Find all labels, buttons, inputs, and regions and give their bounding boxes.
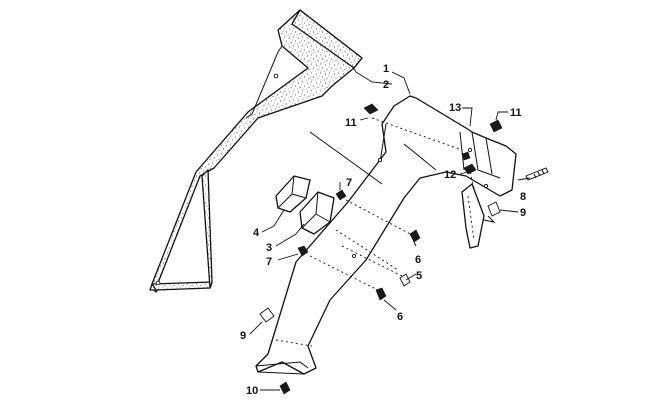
callout-1: 1 xyxy=(383,63,389,75)
callout-labels: 1 2 3 4 5 6 6 7 7 8 9 9 10 11 11 12 13 xyxy=(240,63,526,397)
callout-9-right: 9 xyxy=(520,207,526,219)
callout-9-left: 9 xyxy=(240,330,246,342)
callout-7-lower: 7 xyxy=(266,256,272,268)
callout-11-left: 11 xyxy=(345,117,357,129)
hardware-fasteners xyxy=(259,103,549,395)
callout-6-lower: 6 xyxy=(397,311,403,323)
callout-12: 12 xyxy=(444,169,456,181)
callout-3: 3 xyxy=(266,242,272,254)
callout-8: 8 xyxy=(520,191,526,203)
callout-7-upper: 7 xyxy=(346,177,352,189)
callout-10: 10 xyxy=(246,385,258,397)
callout-4: 4 xyxy=(253,227,260,239)
leader-lines xyxy=(249,65,531,391)
bracket-parts xyxy=(275,175,335,235)
callout-2: 2 xyxy=(383,79,389,91)
body-panel-part xyxy=(255,95,517,375)
callout-13: 13 xyxy=(449,102,461,114)
callout-11-right: 11 xyxy=(510,107,522,119)
callout-6-upper: 6 xyxy=(415,254,421,266)
callout-5: 5 xyxy=(416,270,422,282)
side-bracket-part xyxy=(461,183,496,249)
foam-pad-part xyxy=(149,9,363,293)
